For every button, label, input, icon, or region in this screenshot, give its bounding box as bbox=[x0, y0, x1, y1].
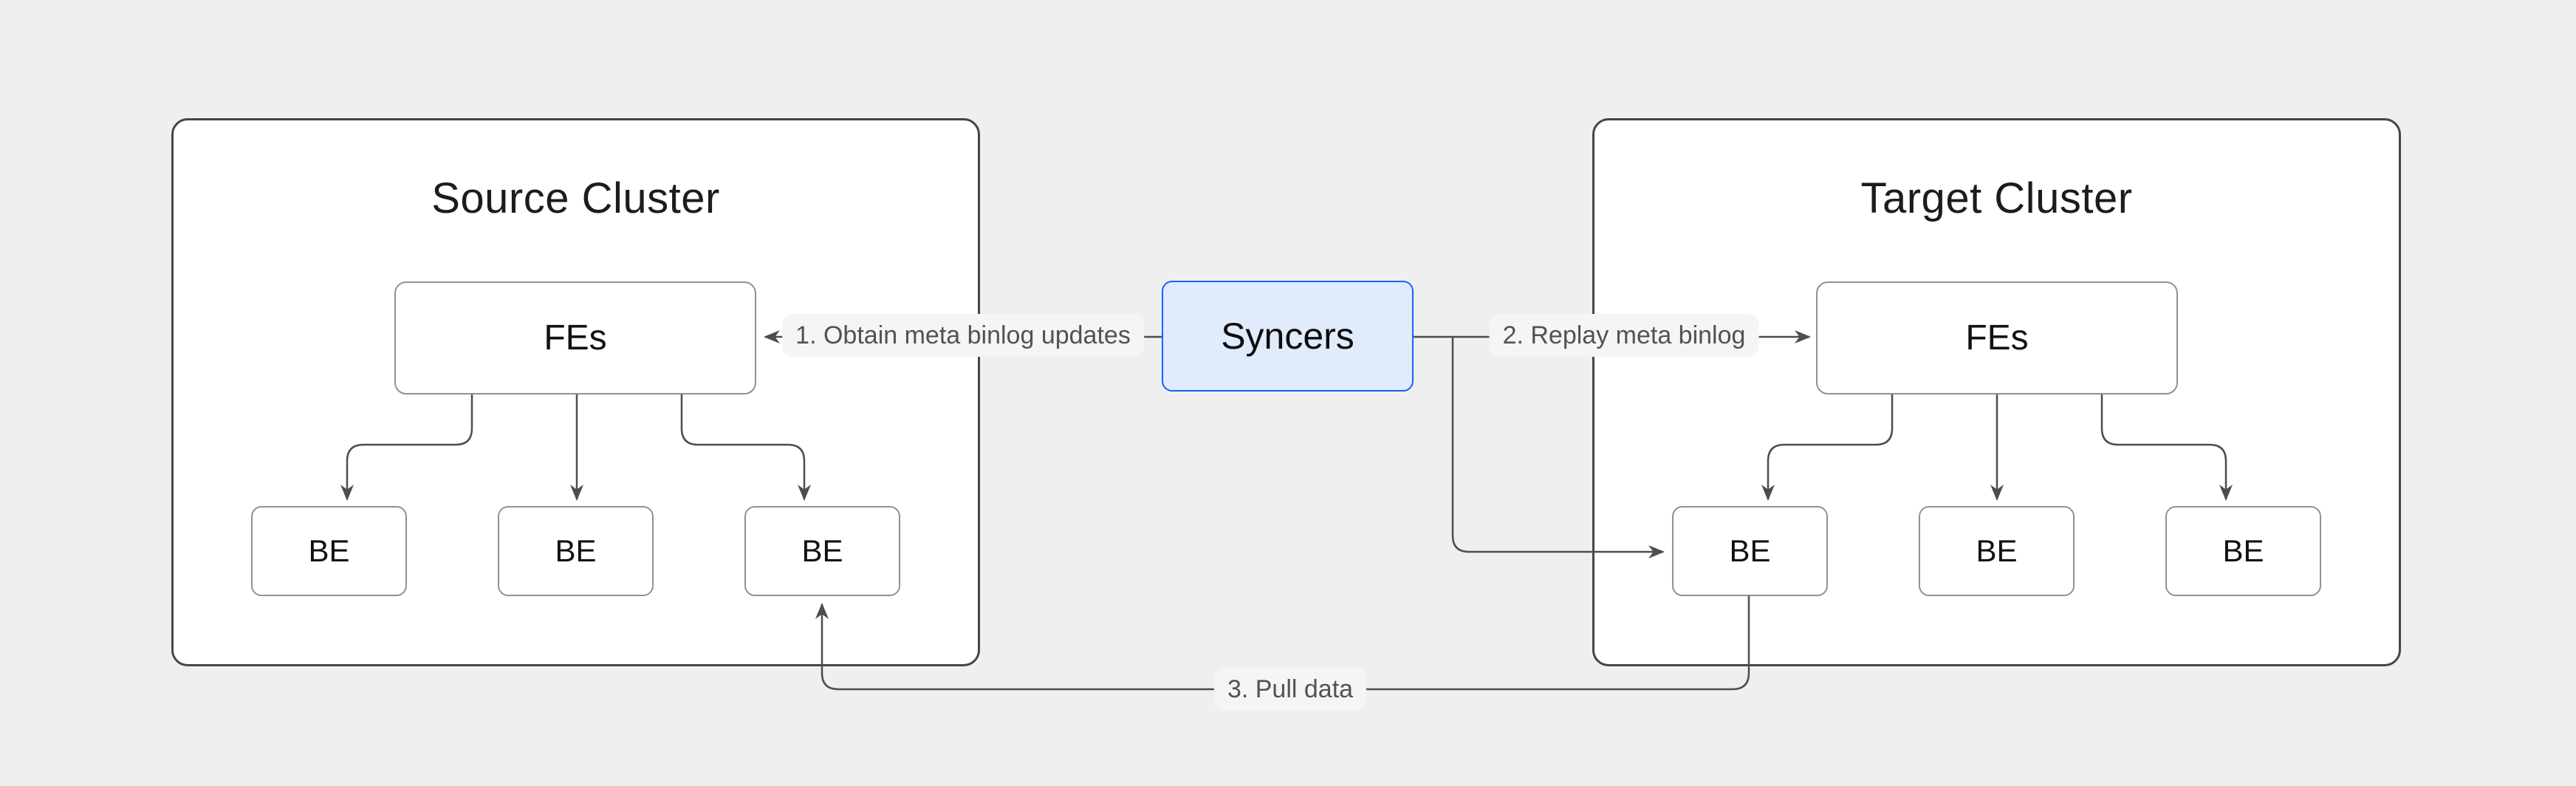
source-be-node-1: BE bbox=[251, 506, 407, 596]
target-be-node-2: BE bbox=[1919, 506, 2075, 596]
source-be-1-label: BE bbox=[308, 533, 350, 568]
edge-label-pull-data: 3. Pull data bbox=[1213, 668, 1367, 711]
source-be-2-label: BE bbox=[555, 533, 597, 568]
syncers-node: Syncers bbox=[1162, 281, 1414, 392]
source-be-node-2: BE bbox=[498, 506, 654, 596]
source-be-3-label: BE bbox=[801, 533, 843, 568]
target-be-3-label: BE bbox=[2222, 533, 2264, 568]
source-be-node-3: BE bbox=[744, 506, 900, 596]
target-be-node-1: BE bbox=[1672, 506, 1828, 596]
edge-label-obtain-meta-binlog: 1. Obtain meta binlog updates bbox=[782, 314, 1144, 357]
target-fes-label: FEs bbox=[1965, 318, 2029, 358]
target-be-2-label: BE bbox=[1976, 533, 2018, 568]
source-fes-node: FEs bbox=[394, 281, 756, 394]
target-cluster-title: Target Cluster bbox=[1860, 174, 2133, 222]
target-be-1-label: BE bbox=[1729, 533, 1771, 568]
target-be-node-3: BE bbox=[2165, 506, 2321, 596]
target-fes-node: FEs bbox=[1816, 281, 2178, 394]
edge-label-replay-meta-binlog: 2. Replay meta binlog bbox=[1489, 314, 1759, 357]
source-fes-label: FEs bbox=[544, 318, 607, 358]
syncers-label: Syncers bbox=[1221, 315, 1354, 357]
source-cluster-title: Source Cluster bbox=[431, 174, 720, 222]
